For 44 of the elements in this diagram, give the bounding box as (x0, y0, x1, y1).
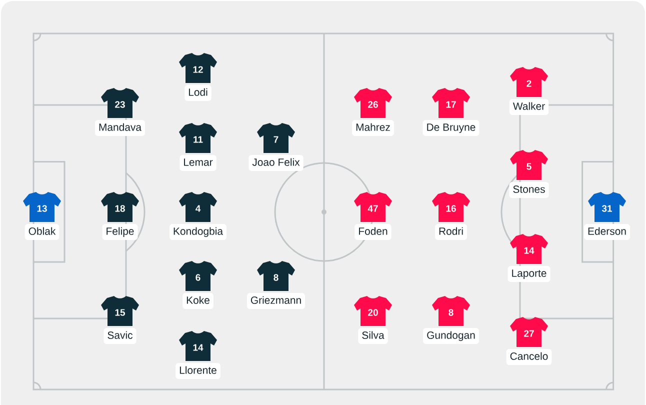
name-label: Llorente (176, 363, 220, 379)
name-label: Savic (104, 328, 136, 344)
jersey: 13 (23, 192, 61, 222)
jersey: 23 (101, 88, 139, 118)
name-label: Foden (354, 224, 392, 240)
name-label: Lemar (180, 155, 216, 171)
jersey: 8 (257, 261, 295, 291)
jersey: 14 (179, 331, 217, 361)
jersey: 2 (510, 67, 548, 97)
name-label: Lodi (184, 85, 212, 101)
name-label: Gundogan (423, 328, 479, 344)
name-label: Kondogbia (170, 224, 227, 240)
jersey: 20 (354, 296, 392, 326)
jersey: 7 (257, 123, 295, 153)
jersey: 18 (101, 192, 139, 222)
jersey: 26 (354, 88, 392, 118)
jersey: 31 (588, 192, 626, 222)
name-label: Mahrez (352, 120, 394, 136)
jersey: 14 (510, 234, 548, 264)
jersey: 16 (432, 192, 470, 222)
jersey: 27 (510, 317, 548, 347)
jersey: 4 (179, 192, 217, 222)
jersey: 11 (179, 123, 217, 153)
name-label: Mandava (95, 120, 146, 136)
name-label: Koke (182, 293, 214, 309)
name-label: Silva (358, 328, 388, 344)
name-label: Felipe (102, 224, 138, 240)
jersey: 47 (354, 192, 392, 222)
jersey: 6 (179, 261, 217, 291)
jersey: 15 (101, 296, 139, 326)
jersey: 5 (510, 150, 548, 180)
name-label: Cancelo (506, 349, 552, 365)
name-label: Griezmann (246, 293, 306, 309)
name-label: Laporte (508, 266, 550, 282)
jersey: 17 (432, 88, 470, 118)
name-label: Rodri (435, 224, 467, 240)
name-label: Walker (509, 99, 549, 115)
name-label: Stones (509, 182, 549, 198)
name-label: De Bruyne (422, 120, 480, 136)
jersey: 12 (179, 53, 217, 83)
name-label: Oblak (24, 224, 60, 240)
name-label: Ederson (584, 224, 630, 240)
name-label: Joao Felix (248, 155, 304, 171)
jersey: 8 (432, 296, 470, 326)
